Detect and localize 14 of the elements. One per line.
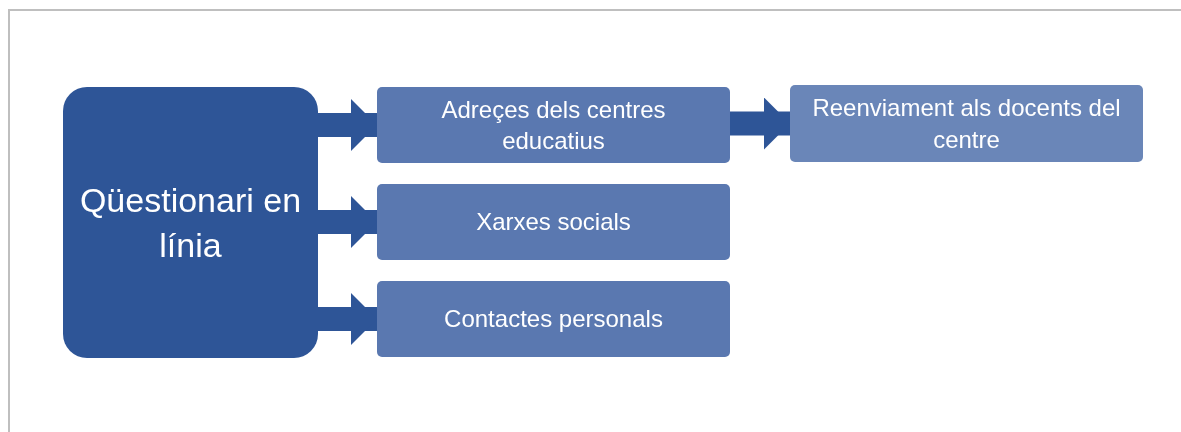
process-box bbox=[377, 281, 730, 357]
block-arrow bbox=[318, 293, 377, 345]
block-arrow bbox=[318, 196, 377, 248]
block-arrow bbox=[730, 97, 790, 150]
box-label: Reenviament als docents del centre bbox=[811, 93, 1122, 155]
process-box bbox=[377, 87, 730, 163]
box-label: Qüestionari en línia bbox=[78, 180, 303, 266]
block-arrow bbox=[318, 99, 377, 151]
box-label: Contactes personals bbox=[444, 304, 663, 335]
process-box bbox=[790, 85, 1143, 162]
box-label: Xarxes socials bbox=[476, 207, 631, 238]
box-label: Adreçes dels centres educatius bbox=[440, 94, 667, 156]
process-box bbox=[63, 87, 318, 358]
process-box bbox=[377, 184, 730, 260]
